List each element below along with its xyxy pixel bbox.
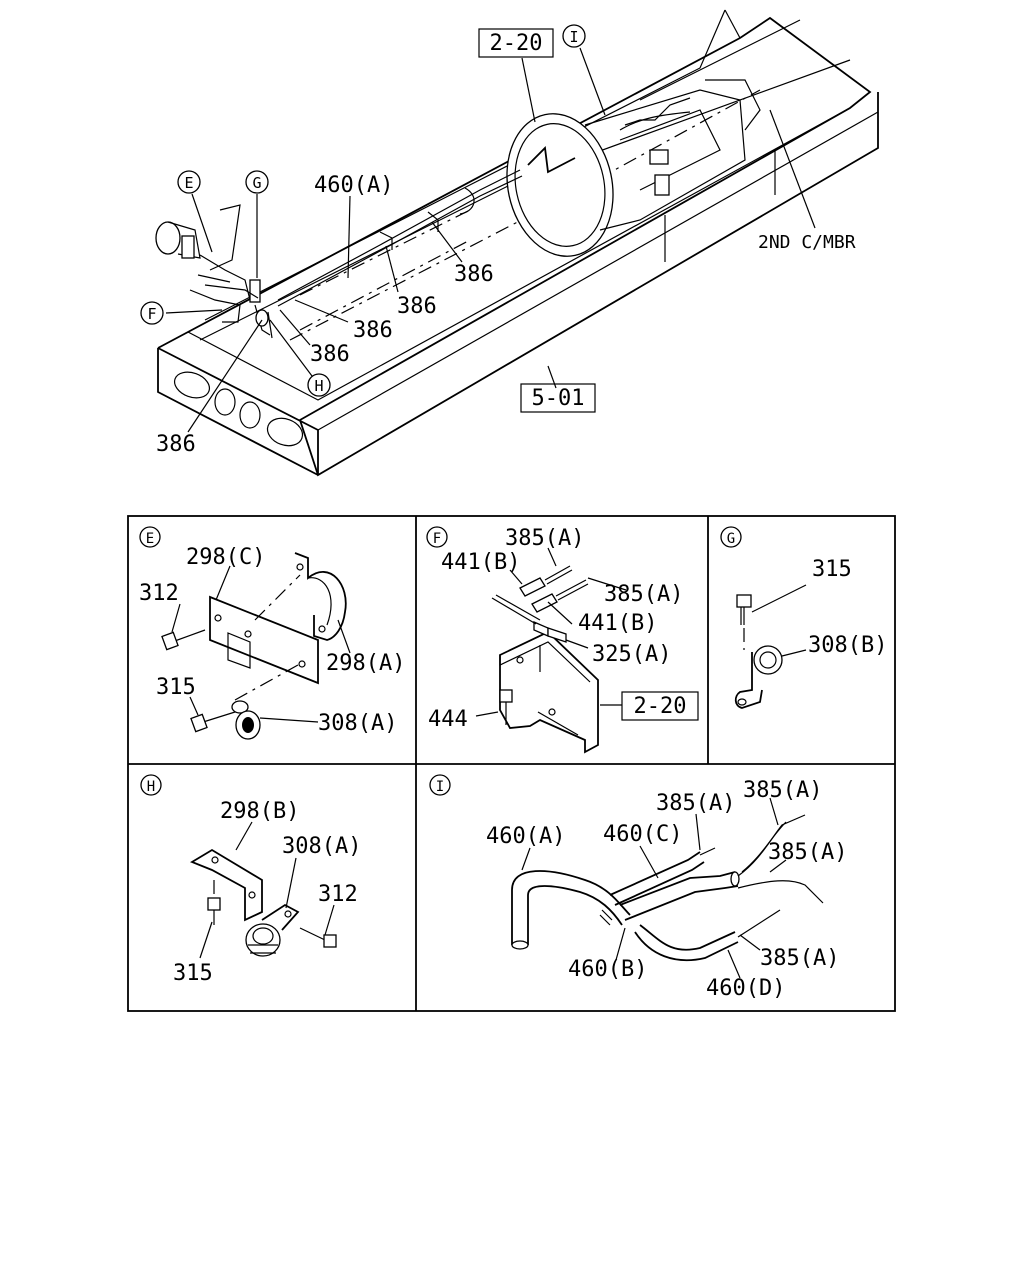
ref-5-01-label: 5-01	[532, 386, 585, 411]
ref-2-20-label: 2-20	[490, 31, 543, 56]
label-385a-right: 385(A)	[604, 582, 683, 607]
label-298a: 298(A)	[326, 651, 405, 676]
label-460b: 460(B)	[568, 957, 647, 982]
valve-assembly	[155, 204, 259, 323]
panel-E: E 298(C) 312 298(A) 315 308(A)	[139, 526, 405, 740]
marker-H: H	[307, 373, 331, 397]
detail-panels-frame	[127, 515, 896, 1012]
label-441b-left: 441(B)	[441, 550, 520, 575]
ref-box-5-01	[520, 383, 596, 413]
label-460a-i: 460(A)	[486, 824, 565, 849]
panel-F-ref-box	[621, 691, 699, 721]
label-312-h: 312	[318, 882, 358, 907]
svg-text:H: H	[314, 377, 323, 395]
svg-text:E: E	[184, 174, 193, 192]
panel-F-letter: F	[433, 531, 441, 547]
label-385a-i1: 385(A)	[656, 791, 735, 816]
label-385a-i4: 385(A)	[760, 946, 839, 971]
label-386-e: 386	[156, 432, 196, 457]
marker-E: E	[177, 170, 201, 194]
label-2nd-cmbr: 2ND C/MBR	[758, 232, 856, 253]
label-441b-right: 441(B)	[578, 611, 657, 636]
panel-G: G 315 308(B)	[720, 526, 887, 709]
main-leaders	[165, 47, 816, 433]
marker-G: G	[245, 170, 269, 194]
svg-text:G: G	[252, 174, 261, 192]
label-385a-top: 385(A)	[505, 526, 584, 551]
panel-H: H 298(B) 308(A) 312 315	[140, 774, 361, 986]
tube-460a-line	[249, 169, 523, 339]
label-386-b: 386	[397, 294, 437, 319]
label-315-g: 315	[812, 557, 852, 582]
label-308b: 308(B)	[808, 633, 887, 658]
label-308a-h: 308(A)	[282, 834, 361, 859]
transmission	[506, 79, 761, 257]
label-385a-i2: 385(A)	[743, 778, 822, 803]
label-298c: 298(C)	[186, 545, 265, 570]
label-386-c: 386	[353, 318, 393, 343]
panel-F-ref-2-20: 2-20	[634, 694, 687, 719]
label-315-h: 315	[173, 961, 213, 986]
label-312: 312	[139, 581, 179, 606]
frame-rail	[157, 9, 879, 477]
label-386-a: 386	[454, 262, 494, 287]
label-444: 444	[428, 707, 468, 732]
label-460c: 460(C)	[603, 822, 682, 847]
panel-H-letter: H	[147, 779, 155, 795]
label-460d: 460(D)	[706, 976, 785, 1001]
panel-E-letter: E	[146, 531, 154, 547]
label-386-d: 386	[310, 342, 350, 367]
label-315: 315	[156, 675, 196, 700]
label-325a: 325(A)	[592, 642, 671, 667]
marker-I: I	[562, 24, 586, 48]
ref-box-2-20	[478, 28, 554, 58]
panel-G-letter: G	[727, 531, 735, 547]
svg-text:F: F	[147, 305, 156, 323]
label-385a-i3: 385(A)	[768, 840, 847, 865]
panel-F: F 2-20 385(A) 441(B) 385(A) 44	[426, 526, 699, 754]
marker-F: F	[140, 301, 164, 325]
panel-I-letter: I	[436, 779, 444, 795]
svg-text:I: I	[569, 28, 578, 46]
label-308a: 308(A)	[318, 711, 397, 736]
main-assembly-view: 2-20 5-01 I E G F H 460(A) 386 386 386 3…	[140, 9, 879, 477]
panel-I: I 460(A) 460(C) 385(A) 385(A)	[429, 774, 847, 1001]
label-298b: 298(B)	[220, 799, 299, 824]
label-460a: 460(A)	[314, 173, 393, 198]
